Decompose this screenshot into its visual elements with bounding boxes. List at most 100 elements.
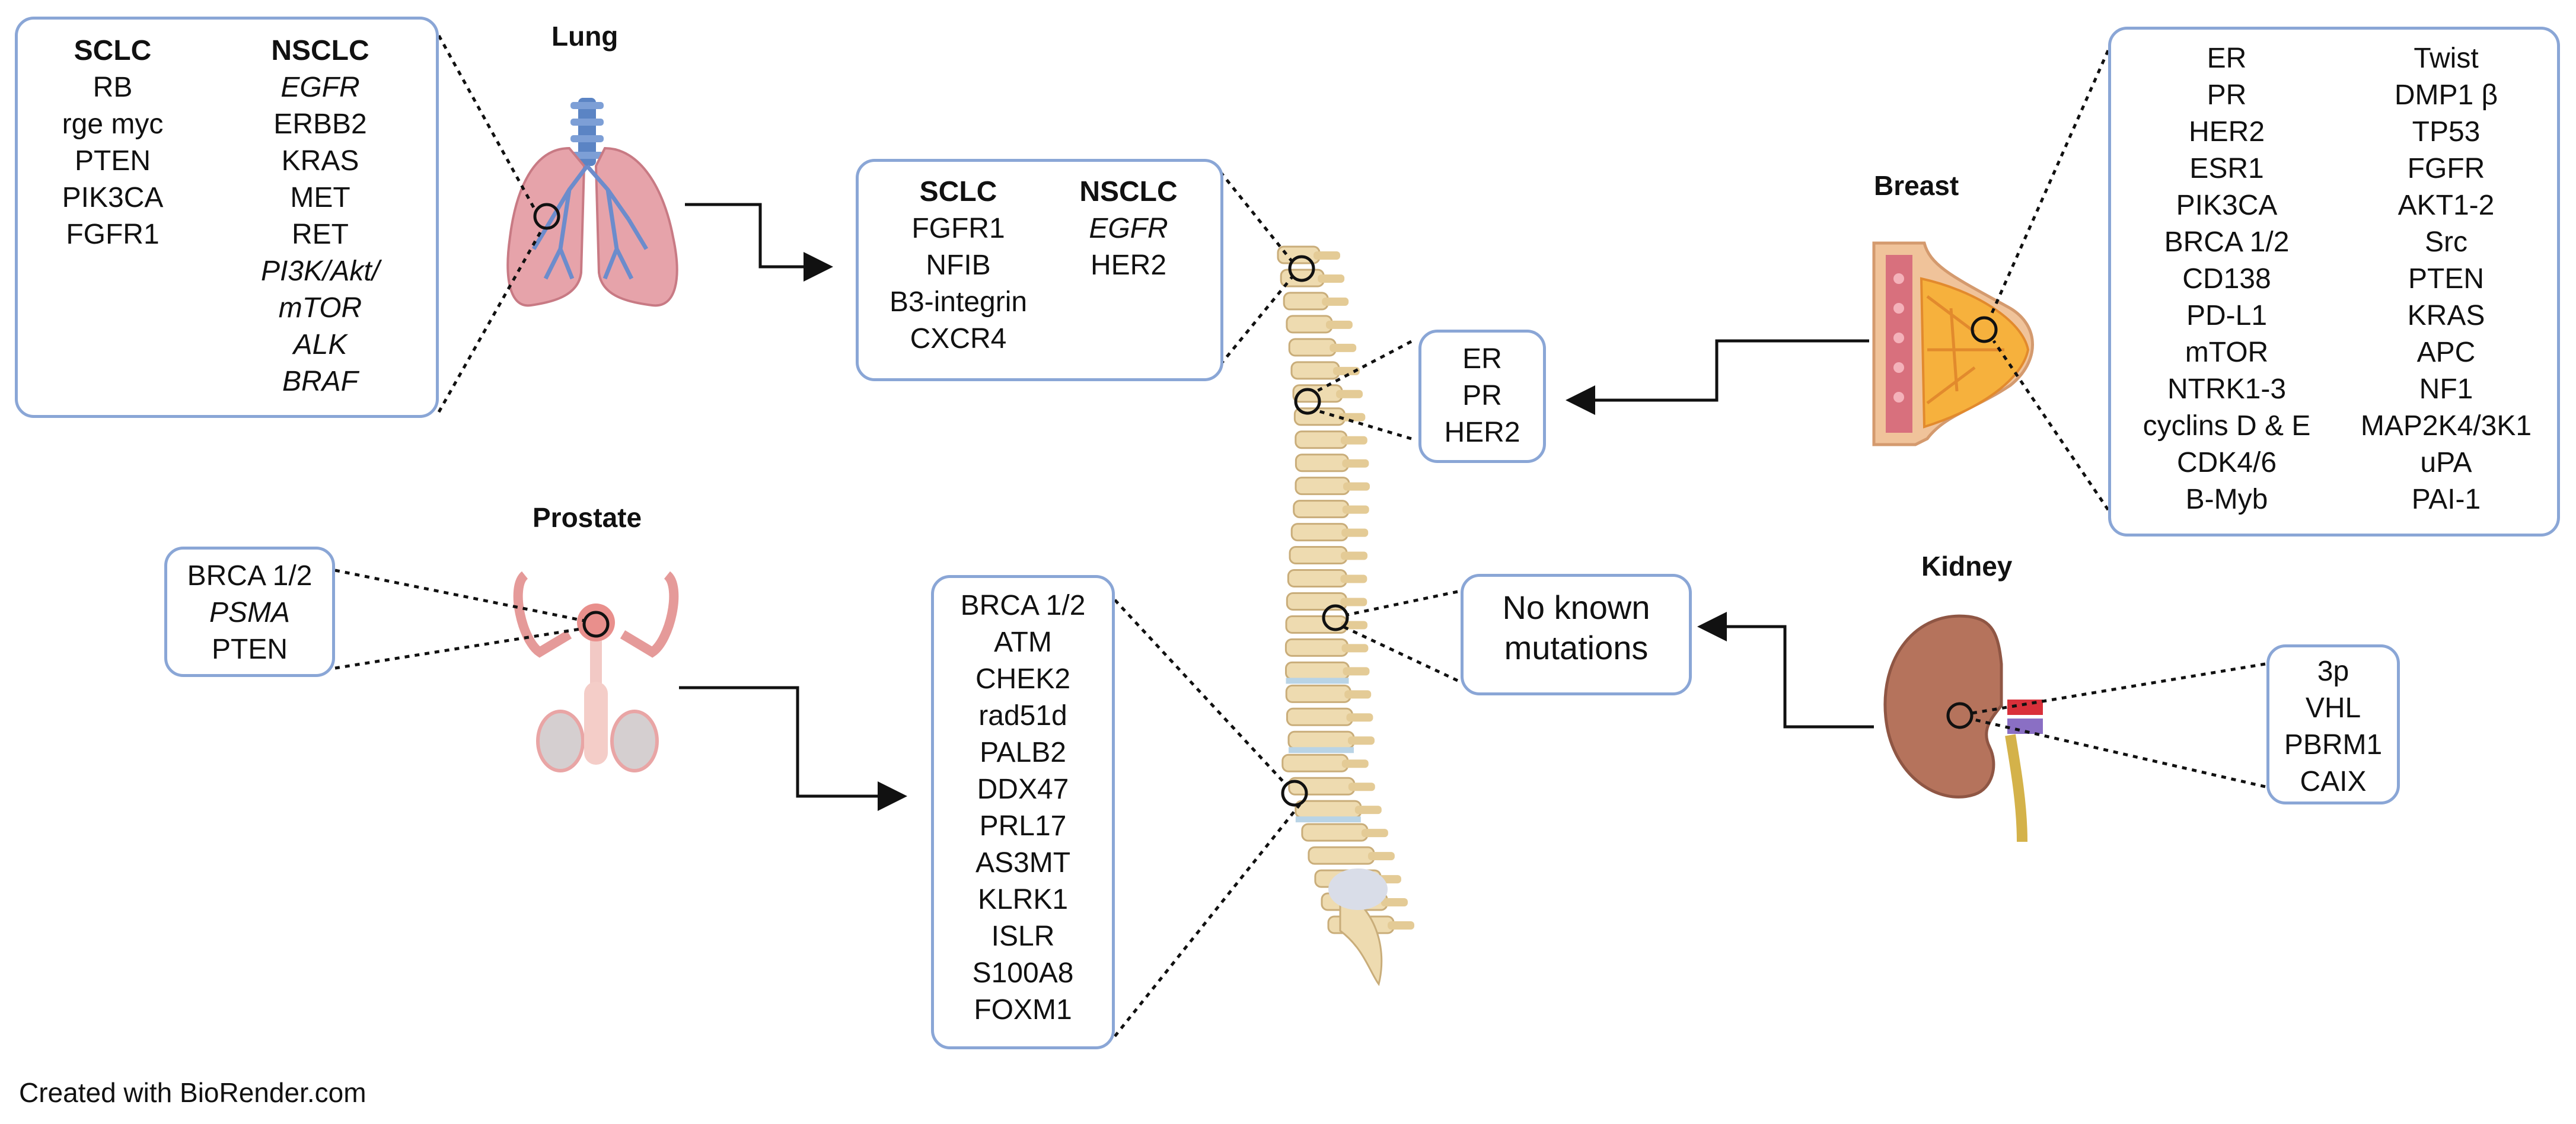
vertebra-process bbox=[1318, 274, 1345, 283]
mutation-item: ERBB2 bbox=[273, 108, 367, 140]
mutation-item: DMP1 β bbox=[2394, 79, 2498, 111]
mutation-item: PRL17 bbox=[979, 810, 1067, 842]
vertebra-process bbox=[1322, 297, 1349, 306]
vertebra bbox=[1286, 707, 1353, 726]
mutation-item: MAP2K4/3K1 bbox=[2360, 410, 2532, 442]
mutation-item: BRCA 1/2 bbox=[960, 590, 1086, 621]
mutation-item: BRAF bbox=[282, 366, 358, 397]
vertebra bbox=[1308, 846, 1375, 865]
vertebra bbox=[1277, 245, 1321, 264]
vertebra bbox=[1283, 292, 1329, 311]
mutation-item: mutations bbox=[1504, 629, 1649, 666]
mutation-item: CXCR4 bbox=[910, 323, 1007, 355]
mutation-item: APC bbox=[2416, 337, 2476, 368]
mutation-item: uPA bbox=[2420, 447, 2472, 478]
vertebra-process bbox=[1343, 667, 1370, 676]
vertebra-process bbox=[1346, 713, 1373, 722]
vertebra-process bbox=[1341, 528, 1369, 537]
vertebra bbox=[1287, 569, 1347, 588]
mutation-item: ER bbox=[1462, 343, 1502, 375]
vertebra-process bbox=[1338, 413, 1366, 422]
vertebra bbox=[1286, 315, 1333, 334]
mutation-item: NF1 bbox=[2419, 373, 2473, 405]
vertebra bbox=[1288, 338, 1337, 357]
vertebra-process bbox=[1330, 343, 1357, 352]
vertebra-process bbox=[1354, 806, 1382, 815]
vertebra bbox=[1290, 523, 1348, 542]
mutation-item: 3p bbox=[2317, 656, 2349, 687]
vertebra-process bbox=[1340, 574, 1367, 583]
vertebra bbox=[1284, 638, 1348, 657]
arrows bbox=[679, 203, 1874, 811]
vertebra-process bbox=[1388, 921, 1414, 930]
mutation-item: PTEN bbox=[211, 634, 288, 665]
mutation-item: rad51d bbox=[978, 700, 1067, 732]
mutation-item: KRAS bbox=[281, 145, 359, 177]
mutation-item: ATM bbox=[994, 627, 1052, 658]
mutation-item: NFIB bbox=[926, 250, 991, 281]
dotted-connectors bbox=[334, 34, 2266, 1037]
mutation-item: DDX47 bbox=[977, 774, 1069, 805]
mutation-item: B-Myb bbox=[2185, 484, 2268, 515]
mutation-item: PAI-1 bbox=[2411, 484, 2481, 515]
mutation-item: CDK4/6 bbox=[2176, 447, 2277, 478]
breast-label: Breast bbox=[1874, 170, 1959, 201]
mutation-item: MET bbox=[290, 182, 350, 213]
mutation-item: CAIX bbox=[2300, 766, 2367, 797]
vertebra-process bbox=[1367, 852, 1395, 861]
mutation-item: CD138 bbox=[2182, 263, 2271, 295]
vertebra bbox=[1287, 730, 1355, 749]
mutation-item: TP53 bbox=[2412, 116, 2481, 148]
mutation-item: PR bbox=[1462, 380, 1502, 411]
lung-sclc-header: SCLC bbox=[74, 35, 152, 66]
lung-nsclc-header: NSCLC bbox=[271, 35, 369, 66]
mutation-item: PALB2 bbox=[980, 737, 1066, 768]
sacral-disc bbox=[1328, 868, 1388, 910]
intervertebral-disc bbox=[1288, 747, 1354, 753]
kidney-label: Kidney bbox=[1921, 551, 2013, 582]
mutation-item: FOXM1 bbox=[974, 994, 1072, 1026]
vertebra bbox=[1295, 454, 1349, 472]
vertebra-process bbox=[1361, 829, 1388, 838]
mutation-item: PBRM1 bbox=[2284, 729, 2383, 761]
spine-lung-sclc-header: SCLC bbox=[919, 176, 997, 207]
mutation-item: PTEN bbox=[2408, 263, 2484, 295]
mutation-item: BRCA 1/2 bbox=[187, 560, 313, 592]
vertebra-process bbox=[1344, 690, 1372, 699]
mutation-item: AS3MT bbox=[975, 847, 1071, 879]
vertebra-process bbox=[1341, 759, 1369, 768]
mutation-item: No known bbox=[1502, 589, 1650, 626]
vertebra bbox=[1285, 661, 1350, 680]
vertebra-process bbox=[1336, 389, 1363, 398]
vertebra-process bbox=[1347, 736, 1375, 745]
intervertebral-disc bbox=[1295, 816, 1361, 823]
vertebra bbox=[1290, 361, 1340, 380]
prostate-illustration bbox=[513, 571, 679, 772]
vertebra-process bbox=[1381, 898, 1408, 907]
mutation-item: ISLR bbox=[991, 921, 1055, 952]
mutation-item: RB bbox=[93, 72, 133, 103]
mutation-item: RET bbox=[292, 219, 349, 250]
vertebra bbox=[1288, 777, 1356, 796]
intervertebral-disc bbox=[1286, 678, 1349, 684]
vertebra-process bbox=[1332, 366, 1360, 375]
mutation-item: NTRK1-3 bbox=[2167, 373, 2287, 405]
mutation-item: HER2 bbox=[1090, 250, 1167, 281]
mutation-item: FGFR1 bbox=[911, 213, 1005, 244]
